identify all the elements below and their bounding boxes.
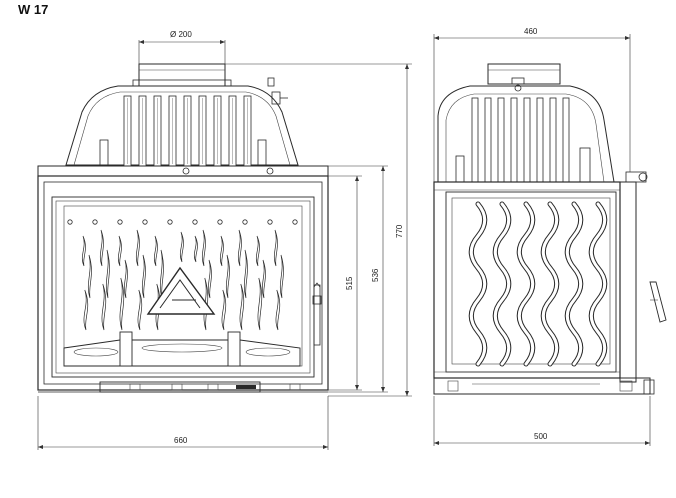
rivet (117, 219, 123, 225)
handle-icon (649, 281, 667, 323)
wave-tube-inner (565, 202, 583, 366)
side-base (433, 377, 655, 395)
dim-side-top: 460 (524, 27, 538, 36)
side-fin (510, 97, 518, 183)
side-door-edge (619, 171, 648, 383)
flame (141, 254, 146, 299)
dim-front-width: 660 (174, 436, 188, 445)
flame (83, 289, 89, 331)
ash-pan (63, 331, 301, 367)
flame (239, 283, 245, 331)
dim-total-height: 770 (395, 224, 404, 238)
flame (117, 235, 122, 267)
valve-fitting (267, 77, 288, 105)
side-fin (536, 97, 544, 183)
wave-tube-inner (469, 202, 487, 366)
rivet (192, 219, 198, 225)
side-view (433, 63, 667, 395)
flame (255, 235, 260, 267)
triangle-logo-icon (146, 266, 216, 315)
rivet (242, 219, 248, 225)
side-fin (484, 97, 492, 183)
flame (193, 235, 198, 263)
rivet-row (67, 219, 298, 225)
side-fin (523, 97, 531, 183)
flame (221, 289, 227, 331)
side-flue-collar (487, 63, 561, 92)
dim-side-bottom: 500 (534, 432, 548, 441)
flame (105, 249, 110, 299)
flame (101, 283, 107, 331)
flame (207, 259, 212, 299)
side-heat-exchanger (437, 85, 615, 183)
side-panel (433, 181, 621, 379)
flame (99, 229, 104, 267)
wave-tubes (468, 201, 608, 367)
dim-door-outer: 536 (371, 268, 380, 282)
flue-collar (132, 63, 232, 87)
flame (279, 254, 284, 299)
flame (257, 277, 263, 331)
model-title: W 17 (18, 2, 49, 17)
dim-door-inner: 515 (345, 276, 354, 290)
flame (135, 229, 140, 267)
side-fin (549, 97, 557, 183)
flame (219, 235, 224, 267)
rivet (92, 219, 98, 225)
front-view (37, 63, 329, 393)
flame (137, 289, 143, 331)
wave-tube-inner (517, 202, 535, 366)
flame (159, 249, 164, 299)
rivet (167, 219, 173, 225)
flame (225, 254, 230, 299)
rivet (267, 219, 273, 225)
side-fin (471, 97, 479, 183)
door-handle (312, 282, 322, 346)
flame (261, 259, 266, 299)
front-dimensions: Ø 200 660 515 536 770 (37, 30, 412, 450)
flame (179, 231, 184, 263)
flame (237, 229, 242, 267)
flame (119, 277, 125, 331)
flame (273, 229, 278, 267)
dim-flue-diameter: Ø 200 (170, 30, 192, 39)
heat-exchanger-top (65, 77, 299, 175)
fin-group (123, 95, 252, 167)
wave-tube-inner (541, 202, 559, 366)
side-fin-group (471, 97, 570, 183)
wave-tube-inner (589, 202, 607, 366)
flame (201, 229, 206, 267)
rivet (142, 219, 148, 225)
flame (153, 235, 158, 267)
side-dimensions: 460 500 (433, 27, 651, 446)
flame (87, 254, 92, 299)
flame (243, 249, 248, 299)
flame (81, 235, 86, 267)
rivet (292, 219, 298, 225)
rivet (67, 219, 73, 225)
side-fin (562, 97, 570, 183)
flame-decoration (81, 229, 284, 331)
flame (123, 259, 128, 299)
flame (275, 289, 281, 331)
rivet (217, 219, 223, 225)
side-fin (497, 97, 505, 183)
wave-tube-inner (493, 202, 511, 366)
